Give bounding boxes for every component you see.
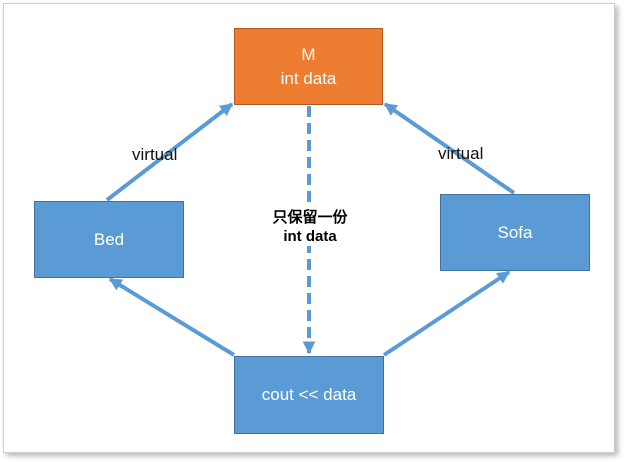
node-m-title: M — [301, 44, 316, 64]
edge-cout-to-sofa — [382, 270, 511, 357]
node-cout-label: cout << data — [261, 385, 357, 404]
edge-label-sofa-virtual: virtual — [438, 144, 484, 163]
note-line-1: 只保留一份 — [272, 209, 348, 226]
edge-bed-to-m — [105, 102, 234, 202]
edge-sofa-to-m — [383, 102, 516, 195]
node-cout: cout << data — [234, 356, 384, 434]
node-bed: Bed — [34, 201, 184, 278]
node-sofa-label: Sofa — [497, 222, 533, 242]
node-bed-label: Bed — [93, 229, 125, 249]
edge-label-bed-virtual: virtual — [132, 145, 178, 164]
edge-cout-to-bed — [108, 277, 236, 357]
node-m: M int data — [234, 28, 383, 105]
note-single-copy: 只保留一份 int data — [254, 208, 366, 246]
node-sofa: Sofa — [440, 194, 590, 271]
node-m-member: int data — [280, 68, 337, 88]
note-line-2: int data — [283, 228, 337, 245]
